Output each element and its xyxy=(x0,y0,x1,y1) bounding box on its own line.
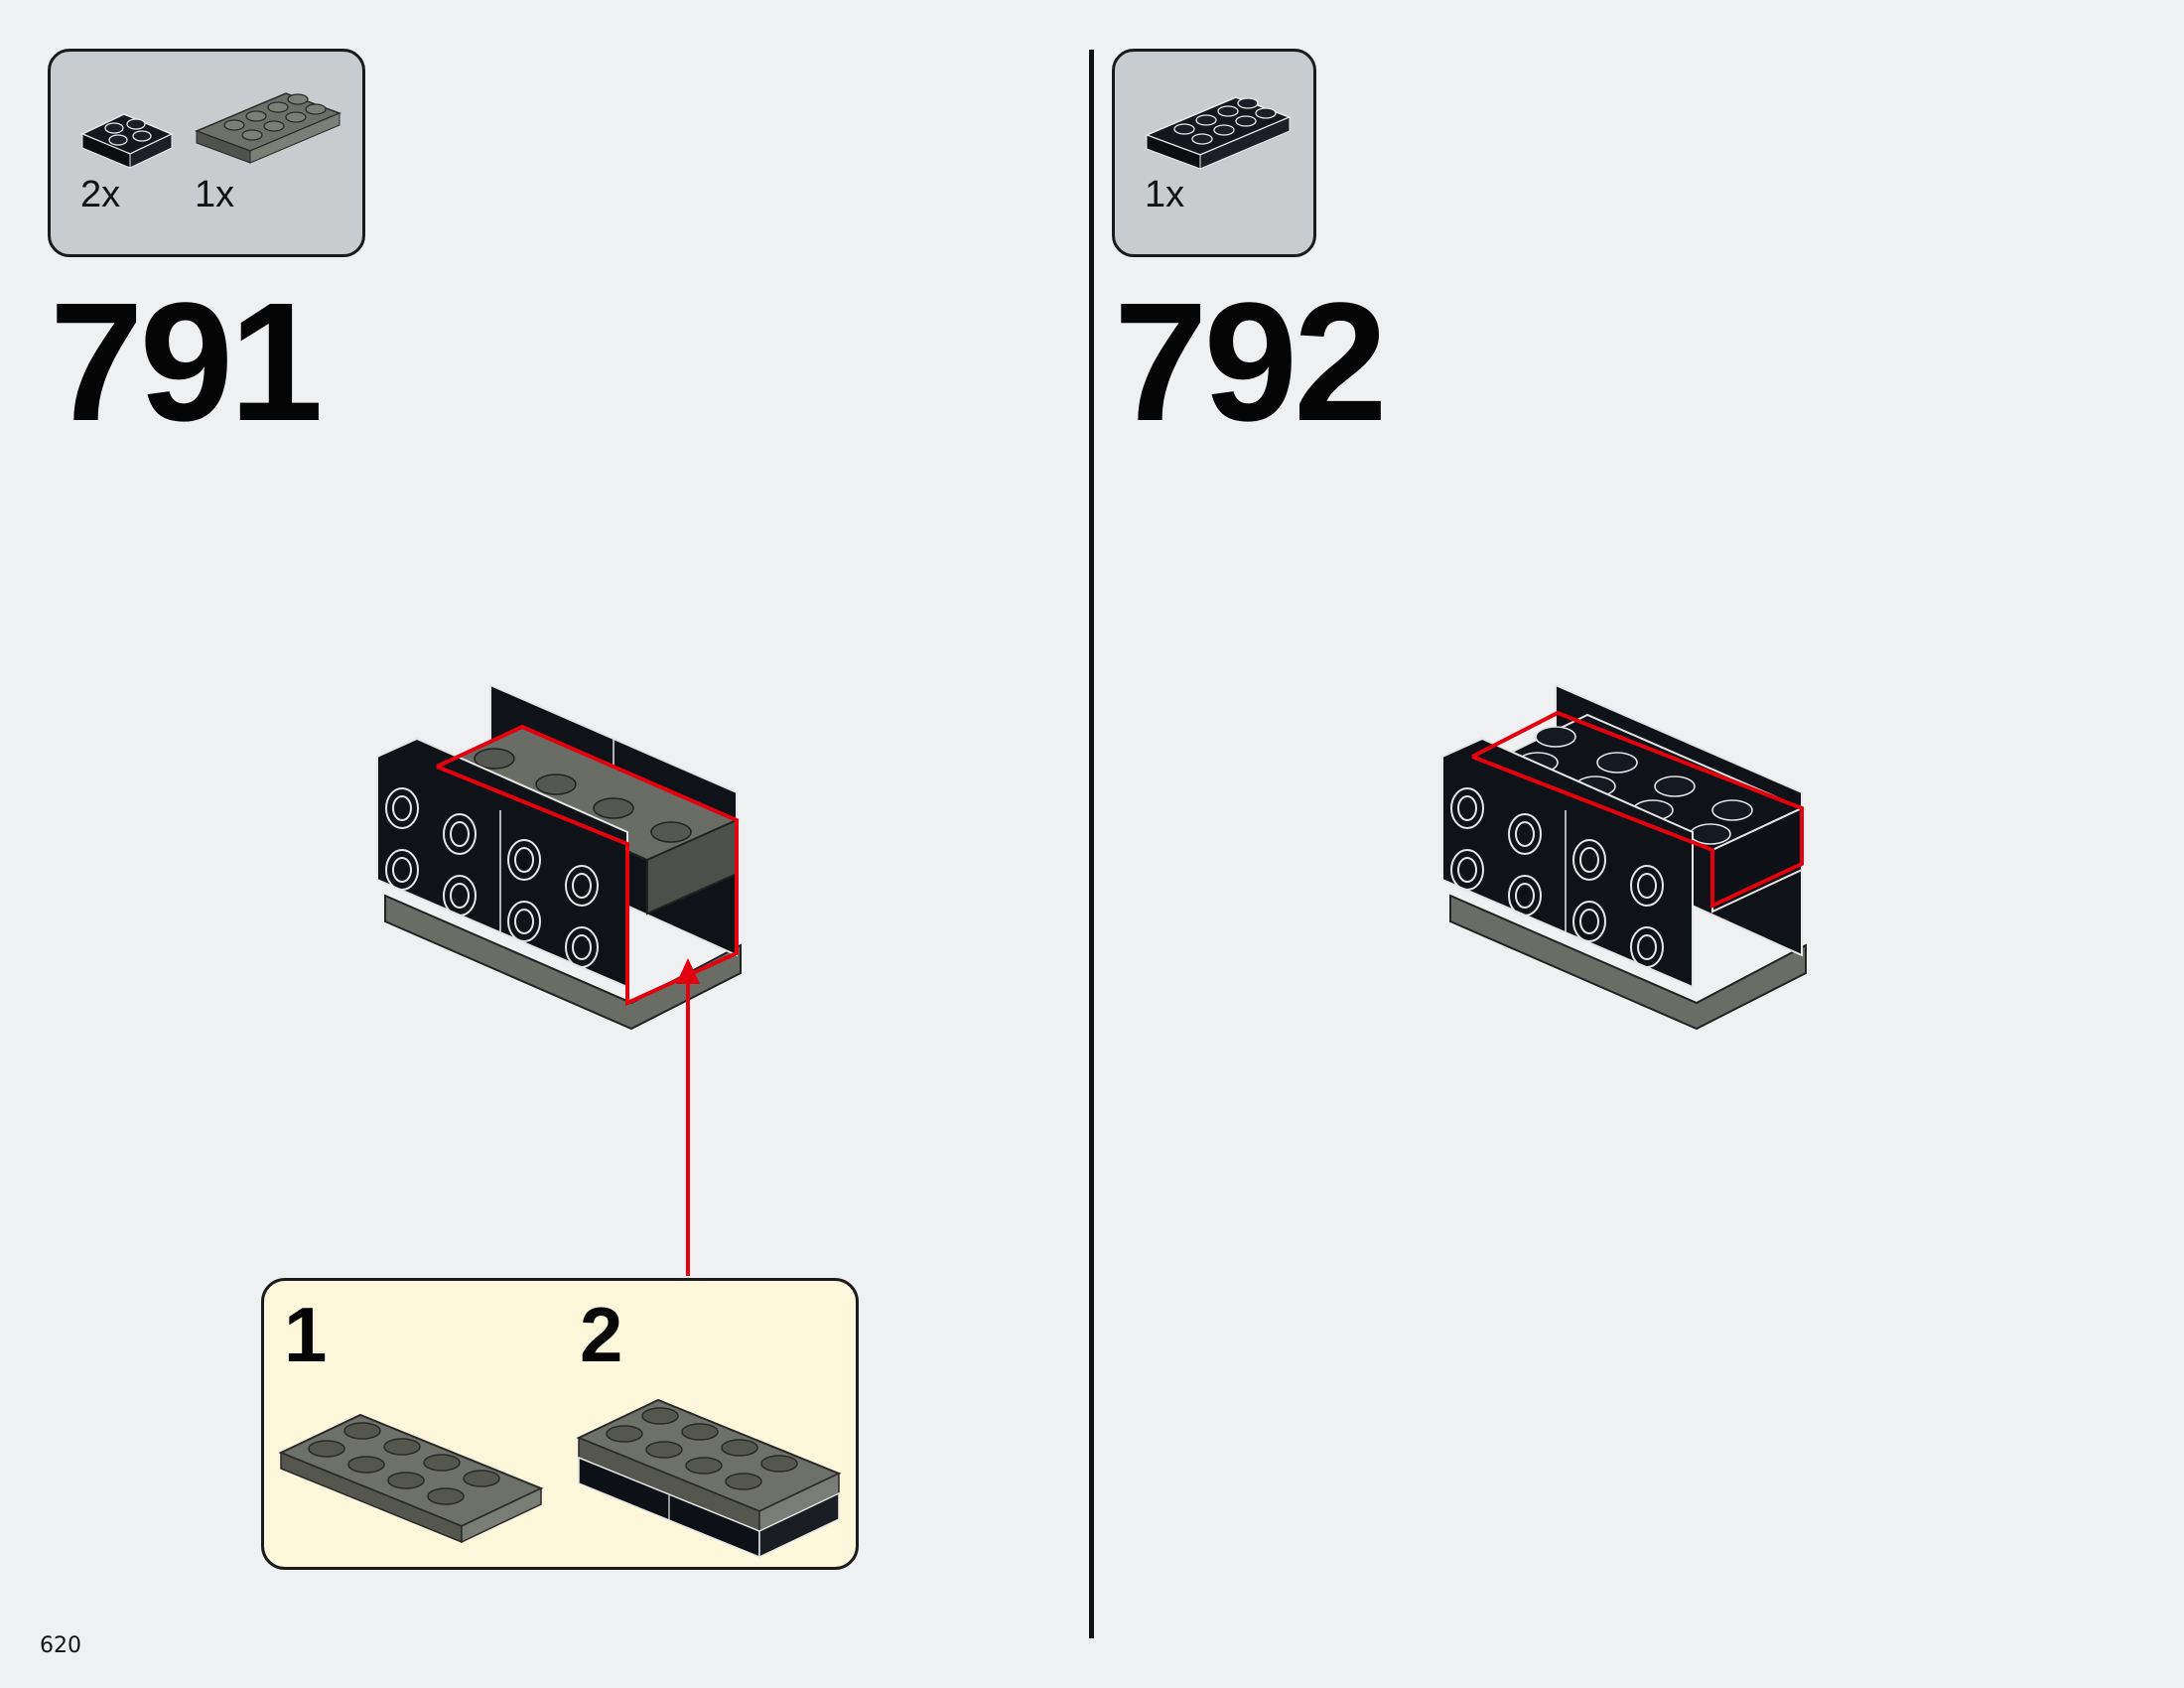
sub-step-number: 2 xyxy=(580,1291,623,1378)
assembly-model-icon xyxy=(376,683,742,1031)
parts-list-step-792: 1x xyxy=(1112,49,1316,257)
page-number: 620 xyxy=(40,1633,81,1658)
sub-step-number: 1 xyxy=(284,1291,328,1378)
part-qty: 1x xyxy=(195,174,235,215)
page-divider xyxy=(1089,50,1094,1638)
arrow-up-icon xyxy=(676,958,700,1276)
step-number: 792 xyxy=(1114,268,1388,457)
plate-2x4-black-icon xyxy=(1144,96,1293,170)
plate-2x4-dark-gray-icon xyxy=(278,1413,544,1544)
plate-2x4-dark-gray-icon xyxy=(194,92,342,164)
assembly-model-icon xyxy=(1441,683,1807,1031)
plate-2x4-stacked-icon xyxy=(576,1398,842,1559)
step-number: 791 xyxy=(50,268,324,457)
part-qty: 2x xyxy=(80,174,121,215)
part-qty: 1x xyxy=(1145,174,1185,215)
sub-assembly-callout: 1 2 xyxy=(261,1278,859,1570)
parts-list-step-791: 2x 1x xyxy=(48,49,365,257)
plate-2x2-black-icon xyxy=(80,113,174,169)
